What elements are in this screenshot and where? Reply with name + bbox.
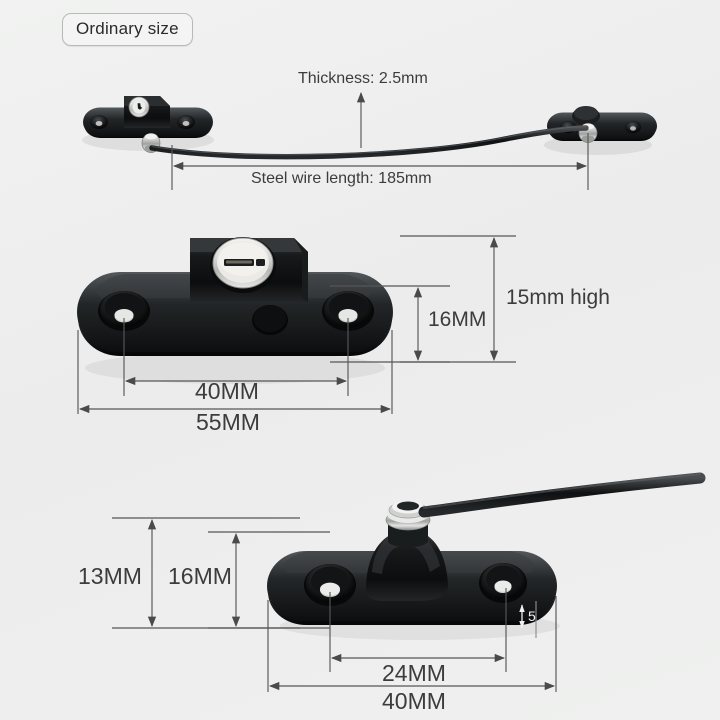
dim-bottom-24mm (329, 588, 507, 672)
dim-middle-55mm (77, 330, 393, 414)
label-bottom-40mm: 40MM (382, 688, 446, 714)
top-left-lock-body (82, 96, 214, 153)
middle-lock-body-large (77, 237, 393, 384)
label-middle-55mm: 55MM (196, 409, 260, 435)
ordinary-size-badge: Ordinary size (62, 13, 193, 46)
label-bottom-plate-thickness: 5 (528, 608, 536, 624)
dim-bottom-40mm (267, 596, 557, 692)
label-bottom-24mm: 24MM (382, 660, 446, 686)
label-steel-wire-length: Steel wire length: 185mm (251, 170, 432, 187)
label-middle-16mm: 16MM (428, 308, 487, 331)
dim-bottom-thickness-5 (519, 601, 537, 638)
dim-middle-15mm-high (400, 235, 516, 363)
label-thickness: Thickness: 2.5mm (298, 70, 428, 87)
bottom-anchor-plate-with-post (267, 472, 706, 640)
label-middle-40mm: 40MM (195, 378, 259, 404)
steel-wire-cable (149, 125, 589, 160)
dim-steel-wire-length (171, 133, 589, 190)
dim-bottom-16mm (208, 531, 330, 629)
label-bottom-16mm: 16MM (168, 563, 232, 589)
dim-middle-40mm (123, 318, 349, 396)
label-bottom-13mm: 13MM (78, 563, 142, 589)
top-right-anchor-plate (544, 106, 657, 155)
label-middle-15mm-high: 15mm high (506, 286, 610, 309)
